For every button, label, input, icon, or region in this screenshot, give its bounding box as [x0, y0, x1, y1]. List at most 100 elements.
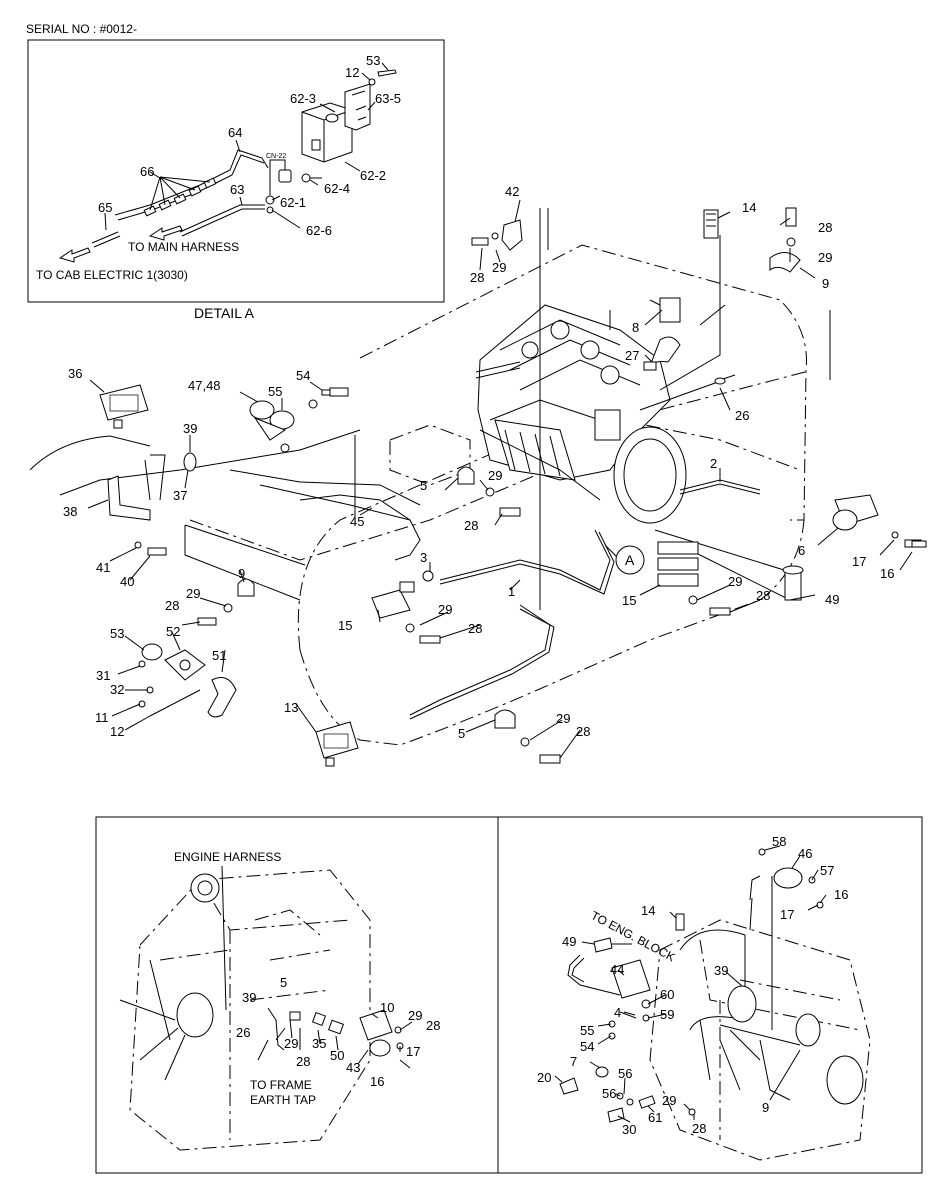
callout-a-circle: [615, 545, 645, 575]
main-label-40: 52: [166, 624, 180, 639]
panel-right-label-8: 39: [714, 963, 728, 978]
detail-a-box: CN-22 53 12 62-3 63-5 64 62-2: [27, 39, 445, 303]
main-label-24: 3: [420, 550, 427, 565]
detail-a-caption: DETAIL A: [194, 305, 255, 321]
detail-a-label-8: 62-1: [280, 195, 306, 210]
plate-15-left: [371, 570, 434, 619]
panel-right-label-0: 58: [772, 834, 786, 849]
panel-right: TO ENG. BLOCK 58 46 57 16 17 14 49 44 39…: [497, 816, 923, 1174]
main-label-37: 29: [438, 602, 452, 617]
main-label-45: 12: [110, 724, 124, 739]
panel-left-label-4: 28: [296, 1054, 310, 1069]
connector-cn-22: CN-22: [265, 153, 292, 214]
panel-right-label-16: 56: [618, 1066, 632, 1081]
main-label-36: 15: [338, 618, 352, 633]
main-label-34: 29: [186, 586, 200, 601]
detail-a-label-11: 62-6: [306, 223, 332, 238]
detail-a-label-1: 12: [345, 65, 359, 80]
main-label-31: 28: [756, 588, 770, 603]
plate-15-right: [657, 541, 731, 616]
grommet-39: [183, 452, 197, 472]
panel-right-label-19: 29: [662, 1093, 676, 1108]
main-label-5: 28: [470, 270, 484, 285]
main-label-35: 28: [165, 598, 179, 613]
main-label-13: 54: [296, 368, 310, 383]
panel-right-label-22: 9: [762, 1100, 769, 1115]
clamp-42: [471, 219, 523, 251]
main-label-39: 53: [110, 626, 124, 641]
clamp-5-lower: [494, 709, 561, 764]
main-label-19: 5: [420, 478, 427, 493]
main-label-41: 51: [212, 648, 226, 663]
main-label-44: 11: [95, 710, 109, 725]
panel-left-label-11: 17: [406, 1044, 420, 1059]
main-label-9: 26: [735, 408, 749, 423]
panel-right-label-15: 20: [537, 1070, 551, 1085]
main-label-49: 28: [576, 724, 590, 739]
main-label-27: 6: [798, 543, 805, 558]
main-label-8: 27: [625, 348, 639, 363]
main-label-30: 29: [728, 574, 742, 589]
main-assembly: A: [29, 184, 927, 767]
panel-left-label-12: 16: [370, 1074, 384, 1089]
work-lamp-36: [99, 384, 149, 429]
panel-right-label-2: 57: [820, 863, 834, 878]
panel-left: ENGINE HARNESS 5 39 26 29 28 35 50 10 29…: [95, 816, 499, 1174]
panel-left-label-0: 5: [280, 975, 287, 990]
main-label-33: 9: [238, 566, 245, 581]
bolt-28-mid: [405, 623, 441, 644]
bolt-16-17-right: [911, 540, 927, 548]
main-label-47: 5: [458, 726, 465, 741]
detail-a-label-4: 64: [228, 125, 242, 140]
panel-right-label-17: 56: [602, 1086, 616, 1101]
main-label-17: 41: [96, 560, 110, 575]
panel-left-label-9: 28: [426, 1018, 440, 1033]
main-label-6: 29: [492, 260, 506, 275]
panel-right-label-14: 7: [570, 1054, 577, 1069]
main-label-11: 47,48: [188, 378, 221, 393]
panel-left-label-6: 50: [330, 1048, 344, 1063]
panel-right-label-18: 61: [648, 1110, 662, 1125]
main-label-29: 16: [880, 566, 894, 581]
connector-label: CN-22: [266, 153, 286, 160]
detail-a-label-0: 53: [366, 53, 380, 68]
main-label-43: 32: [110, 682, 124, 697]
panel-right-label-4: 17: [780, 907, 794, 922]
main-label-21: 2: [710, 456, 717, 471]
panel-left-label-7: 10: [380, 1000, 394, 1015]
panel-left-label-5: 35: [312, 1036, 326, 1051]
main-label-32: 49: [825, 592, 839, 607]
engine-block: [475, 304, 687, 524]
main-label-15: 37: [173, 488, 187, 503]
sensor-14-top: [703, 209, 719, 239]
to-cab-electric: TO CAB ELECTRIC 1(3030): [36, 268, 188, 282]
panel-right-label-21: 28: [692, 1121, 706, 1136]
relay-box-62-2: [301, 69, 397, 183]
main-label-23: 45: [350, 514, 364, 529]
main-label-22: 28: [464, 518, 478, 533]
to-main-harness: TO MAIN HARNESS: [128, 240, 239, 254]
panel-right-label-20: 30: [622, 1122, 636, 1137]
main-label-16: 38: [63, 504, 77, 519]
connectors-66: [143, 176, 217, 217]
detail-a-label-3: 63-5: [375, 91, 401, 106]
main-label-42: 31: [96, 668, 110, 683]
main-label-1: 14: [742, 200, 756, 215]
panel-right-label-13: 54: [580, 1039, 594, 1054]
main-label-46: 13: [284, 700, 298, 715]
panel-right-label-1: 46: [798, 846, 812, 861]
clamp-5-upper: [457, 466, 521, 517]
bolt-40-41: [134, 541, 167, 556]
main-label-18: 40: [120, 574, 134, 589]
panel-left-label-3: 29: [284, 1036, 298, 1051]
main-label-0: 42: [505, 184, 519, 199]
panel-right-label-9: 60: [660, 987, 674, 1002]
clamp-9-mid: [197, 578, 255, 626]
callout-a: A: [625, 552, 635, 568]
detail-a-label-7: 66: [140, 164, 154, 179]
main-label-48: 29: [556, 711, 570, 726]
detail-a-label-5: 62-2: [360, 168, 386, 183]
bolt-28-top: [769, 207, 801, 273]
detail-a-label-10: 65: [98, 200, 112, 215]
